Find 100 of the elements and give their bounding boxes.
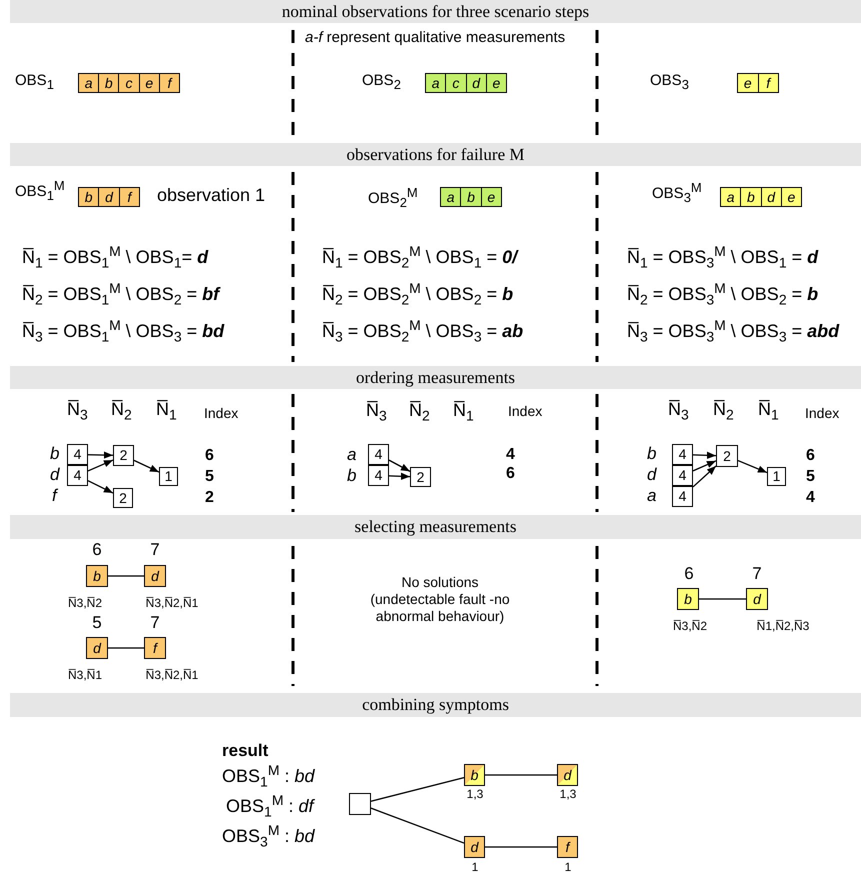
measurement-name: d [647, 465, 656, 486]
connector-line [108, 575, 144, 577]
count-box: 1 [159, 467, 178, 486]
measurement-letter: e [780, 188, 801, 206]
count-box: 4 [67, 444, 88, 465]
column-header: N̅$_{2}$ [111, 399, 132, 424]
measurement-letter: a [726, 188, 736, 206]
measurement-box: f [144, 637, 166, 659]
arrow [738, 460, 768, 474]
symptom-sets: N̅3,N̅2,N̅1 [146, 668, 198, 682]
result-line: OBS$_{3}$$^{M}$ : bd [222, 822, 315, 850]
arrow [88, 451, 114, 459]
arrow [88, 459, 114, 472]
crossed-measurement-box: b [464, 764, 485, 786]
symptom-sets: 1,3 [560, 787, 576, 802]
arrow [692, 466, 716, 488]
measurement-letter: b [98, 74, 118, 92]
measurement-letter: e [486, 74, 506, 92]
symptom-sets: 1 [472, 860, 478, 874]
measurement-letter: c [118, 74, 139, 92]
count-box: 4 [672, 444, 693, 465]
section-header-band: selecting measurements [10, 515, 861, 539]
arrow [388, 460, 410, 472]
symptom-sets: 1 [564, 860, 572, 874]
note-text: observation 1 [157, 185, 266, 207]
count-box: 1 [767, 467, 786, 486]
measurement-letter: a [430, 74, 441, 92]
measurement-letter: b [740, 188, 760, 206]
count-box: 4 [368, 465, 389, 486]
index-number: 6 [205, 446, 214, 466]
symptom-sets: N̅3,N̅2 [673, 619, 707, 634]
connector-line [485, 846, 557, 848]
column-header: Index [508, 403, 542, 420]
measurement-letter: b [84, 188, 94, 206]
measurement-letter: e [742, 74, 753, 92]
result-line: OBS$_{1}$$^{M}$ : df [226, 792, 314, 820]
crossed-measurement-box: d [557, 764, 578, 786]
symptom-sets: N̅3,N̅1 [68, 668, 102, 682]
measurement-strip [78, 73, 180, 93]
measurement-name: a [647, 486, 656, 506]
column-header: N̅$_{1}$ [453, 400, 474, 424]
count-box: 2 [113, 488, 133, 508]
measurement-letter: a [84, 74, 94, 92]
measurement-letter: e [138, 74, 159, 92]
arrow [692, 452, 716, 459]
arrow [692, 460, 716, 472]
count-box: 2 [410, 467, 431, 487]
measurement-name: f [52, 486, 57, 506]
measurement-box: d [746, 588, 768, 610]
measurement-letter: a [446, 188, 456, 206]
index-number: 5 [205, 467, 214, 486]
column-header: Index [805, 405, 840, 422]
arrow [134, 460, 160, 473]
equation: N̅$_{1}$ = OBS$_{3}$$^{M}$ \ OBS$_{1}$ = d [627, 243, 818, 272]
index-number: 4 [506, 445, 515, 464]
column-header: Index [204, 405, 238, 422]
section-header-band: observations for failure M [10, 143, 861, 166]
equation: N̅$_{3}$ = OBS$_{2}$$^{M}$ \ OBS$_{3}$ = ab [322, 317, 524, 346]
measurement-box: b [86, 565, 108, 587]
equation: N̅$_{1}$ = OBS$_{2}$$^{M}$ \ OBS$_{1}$ = 0/ [322, 243, 518, 272]
index-number: 5 [806, 467, 815, 486]
count-box: 4 [368, 444, 389, 465]
column-header: N̅$_{1}$ [758, 399, 779, 424]
column-header: N̅$_{3}$ [67, 399, 88, 424]
count-box: 4 [672, 486, 693, 507]
measurement-name: a [347, 445, 356, 466]
measurement-strip [720, 187, 802, 207]
count-box: 2 [113, 445, 134, 466]
column-header: N̅$_{3}$ [668, 399, 689, 424]
column-header: N̅$_{1}$ [156, 399, 177, 424]
connector-line [108, 647, 144, 649]
measurement-letter: d [466, 74, 486, 92]
measurement-letter: f [158, 74, 180, 92]
connector-line [485, 774, 557, 776]
obs-label: OBS$_{1}$ [15, 72, 54, 93]
score-number: 7 [752, 564, 762, 584]
measurement-letter: f [758, 74, 778, 92]
annotation-text: a-f represent qualitative measurements [305, 29, 566, 47]
measurement-name: b [347, 466, 356, 486]
equation: N̅$_{3}$ = OBS$_{3}$$^{M}$ \ OBS$_{3}$ = abd [627, 317, 840, 346]
measurement-strip [440, 187, 502, 207]
measurement-box: f [557, 836, 578, 858]
symptom-sets: N̅3,N̅2,N̅1 [146, 596, 198, 610]
symptom-sets: 1,3 [466, 787, 484, 802]
measurement-strip [737, 73, 779, 93]
equation: N̅$_{2}$ = OBS$_{3}$$^{M}$ \ OBS$_{2}$ = b [627, 280, 818, 308]
root-box [349, 793, 371, 815]
measurement-strip [78, 187, 140, 207]
measurement-box: d [144, 565, 166, 587]
measurement-letter: d [760, 188, 781, 206]
index-number: 6 [506, 464, 515, 484]
index-number: 4 [806, 488, 815, 508]
measurement-letter: b [460, 188, 481, 206]
measurement-box: b [677, 588, 699, 610]
symptom-sets: N̅1,N̅2,N̅3 [756, 619, 810, 634]
measurement-name: b [50, 444, 60, 464]
equation: N̅$_{3}$ = OBS$_{1}$$^{M}$ \ OBS$_{3}$ = bd [22, 317, 224, 346]
column-header: N̅$_{2}$ [409, 400, 430, 424]
obs-label: OBS$_{2}$ [362, 72, 401, 93]
equation: N̅$_{1}$ = OBS$_{1}$$^{M}$ \ OBS$_{1}$= d [22, 243, 208, 272]
